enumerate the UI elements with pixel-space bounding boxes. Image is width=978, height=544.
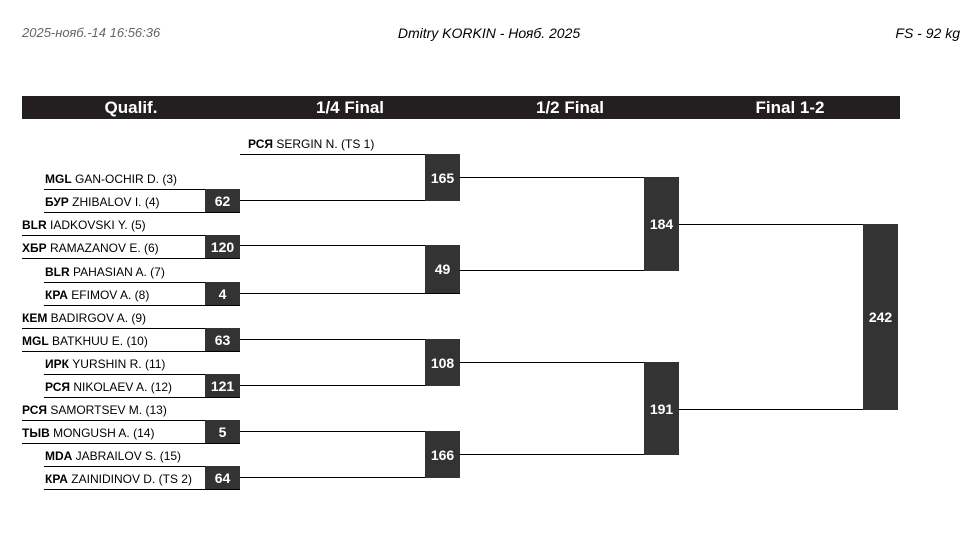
athlete-entry: BLR PAHASIAN A. (7) [45, 265, 165, 279]
athlete-entry: ИРК YURSHIN R. (11) [45, 357, 165, 371]
athlete-country: ИРК [45, 357, 69, 371]
athlete-country: ТЫВ [22, 426, 50, 440]
round-qualif: Qualif. [104, 98, 158, 117]
winner-line [240, 431, 460, 432]
winner-line [240, 339, 460, 340]
athlete-name: GAN-OCHIR D. (3) [75, 172, 178, 186]
athlete-name: JABRAILOV S. (15) [75, 449, 182, 463]
athlete-country: MGL [45, 172, 72, 186]
winner-line [679, 409, 898, 410]
athlete-name: IADKOVSKI Y. (5) [50, 218, 146, 232]
athlete-country: BLR [45, 265, 70, 279]
athlete-country: РСЯ [248, 137, 273, 151]
rounds-header-bar [22, 96, 900, 119]
weight-category: FS - 92 kg [895, 25, 960, 41]
athlete-name: ZAINIDINOV D. (TS 2) [71, 472, 192, 486]
round-final: Final 1-2 [755, 98, 825, 117]
athlete-entry: MGL GAN-OCHIR D. (3) [45, 172, 177, 186]
athlete-country: РСЯ [45, 380, 70, 394]
bout-number-box[interactable]: 63 [205, 328, 240, 351]
athlete-entry: РСЯ NIKOLAEV A. (12) [45, 380, 172, 394]
winner-line [240, 477, 460, 478]
slot-line [44, 282, 240, 283]
athlete-name: ZHIBALOV I. (4) [72, 195, 160, 209]
round-quarter-final: 1/4 Final [315, 98, 385, 117]
winner-line [679, 224, 898, 225]
athlete-entry: РСЯ SAMORTSEV M. (13) [22, 403, 167, 417]
athlete-name: MONGUSH A. (14) [53, 426, 155, 440]
athlete-entry: БУР ZHIBALOV I. (4) [45, 195, 160, 209]
slot-line [22, 443, 240, 444]
athlete-country: MGL [22, 334, 49, 348]
slot-line [22, 328, 240, 329]
athlete-name: EFIMOV A. (8) [71, 288, 150, 302]
athlete-entry: ХБР RAMAZANOV E. (6) [22, 241, 159, 255]
athlete-entry: ТЫВ MONGUSH A. (14) [22, 426, 154, 440]
bout-number-box[interactable]: 5 [205, 420, 240, 443]
event-datetime: 2025-нояб.-14 16:56:36 [22, 25, 161, 40]
slot-line [44, 466, 240, 467]
athlete-country: КЕМ [22, 311, 48, 325]
slot-line [44, 397, 240, 398]
athlete-entry: MDA JABRAILOV S. (15) [45, 449, 181, 463]
athlete-name: BADIRGOV A. (9) [50, 311, 147, 325]
bout-number-box[interactable]: 64 [205, 466, 240, 489]
athlete-country: ХБР [22, 241, 47, 255]
athlete-name: SAMORTSEV M. (13) [50, 403, 167, 417]
bout-number-box[interactable]: 62 [205, 189, 240, 212]
slot-line [22, 351, 240, 352]
athlete-name: BATKHUU E. (10) [52, 334, 148, 348]
winner-line [460, 454, 679, 455]
slot-line [22, 235, 240, 236]
winner-line [460, 177, 679, 178]
winner-line [240, 245, 460, 246]
athlete-name: NIKOLAEV A. (12) [73, 380, 173, 394]
winner-line [240, 200, 460, 201]
athlete-country: КРА [45, 288, 68, 302]
bout-number-box[interactable]: 165 [425, 154, 460, 201]
athlete-entry: РСЯ SERGIN N. (TS 1) [248, 137, 374, 151]
bout-number-box[interactable]: 120 [205, 235, 240, 258]
athlete-entry: КРА ZAINIDINOV D. (TS 2) [45, 472, 192, 486]
athlete-name: PAHASIAN A. (7) [73, 265, 165, 279]
bout-number-box[interactable]: 108 [425, 339, 460, 386]
athlete-country: КРА [45, 472, 68, 486]
slot-line [22, 258, 240, 259]
bout-number-box[interactable]: 184 [644, 177, 679, 271]
athlete-country: РСЯ [22, 403, 47, 417]
bout-number-box[interactable]: 4 [205, 282, 240, 305]
athlete-entry: MGL BATKHUU E. (10) [22, 334, 148, 348]
athlete-country: BLR [22, 218, 47, 232]
athlete-name: RAMAZANOV E. (6) [49, 241, 159, 255]
winner-line [460, 362, 679, 363]
athlete-entry: КЕМ BADIRGOV A. (9) [22, 311, 146, 325]
bout-number-box[interactable]: 49 [425, 245, 460, 293]
slot-line [240, 154, 460, 155]
athlete-entry: КРА EFIMOV A. (8) [45, 288, 149, 302]
athlete-country: БУР [45, 195, 69, 209]
athlete-entry: BLR IADKOVSKI Y. (5) [22, 218, 146, 232]
slot-line [22, 420, 240, 421]
athlete-name: YURSHIN R. (11) [72, 357, 166, 371]
slot-line [44, 305, 240, 306]
winner-line [240, 293, 460, 294]
winner-line [460, 270, 679, 271]
bout-number-box[interactable]: 166 [425, 431, 460, 478]
slot-line [44, 374, 240, 375]
bout-number-box[interactable]: 242 [863, 224, 898, 410]
winner-line [240, 385, 460, 386]
slot-line [44, 212, 240, 213]
bout-number-box[interactable]: 191 [644, 362, 679, 455]
event-title: Dmitry KORKIN - Нояб. 2025 [397, 25, 581, 41]
round-semi-final: 1/2 Final [535, 98, 605, 117]
bout-number-box[interactable]: 121 [205, 374, 240, 397]
slot-line [44, 189, 240, 190]
athlete-country: MDA [45, 449, 73, 463]
athlete-name: SERGIN N. (TS 1) [276, 137, 375, 151]
slot-line [44, 489, 240, 490]
